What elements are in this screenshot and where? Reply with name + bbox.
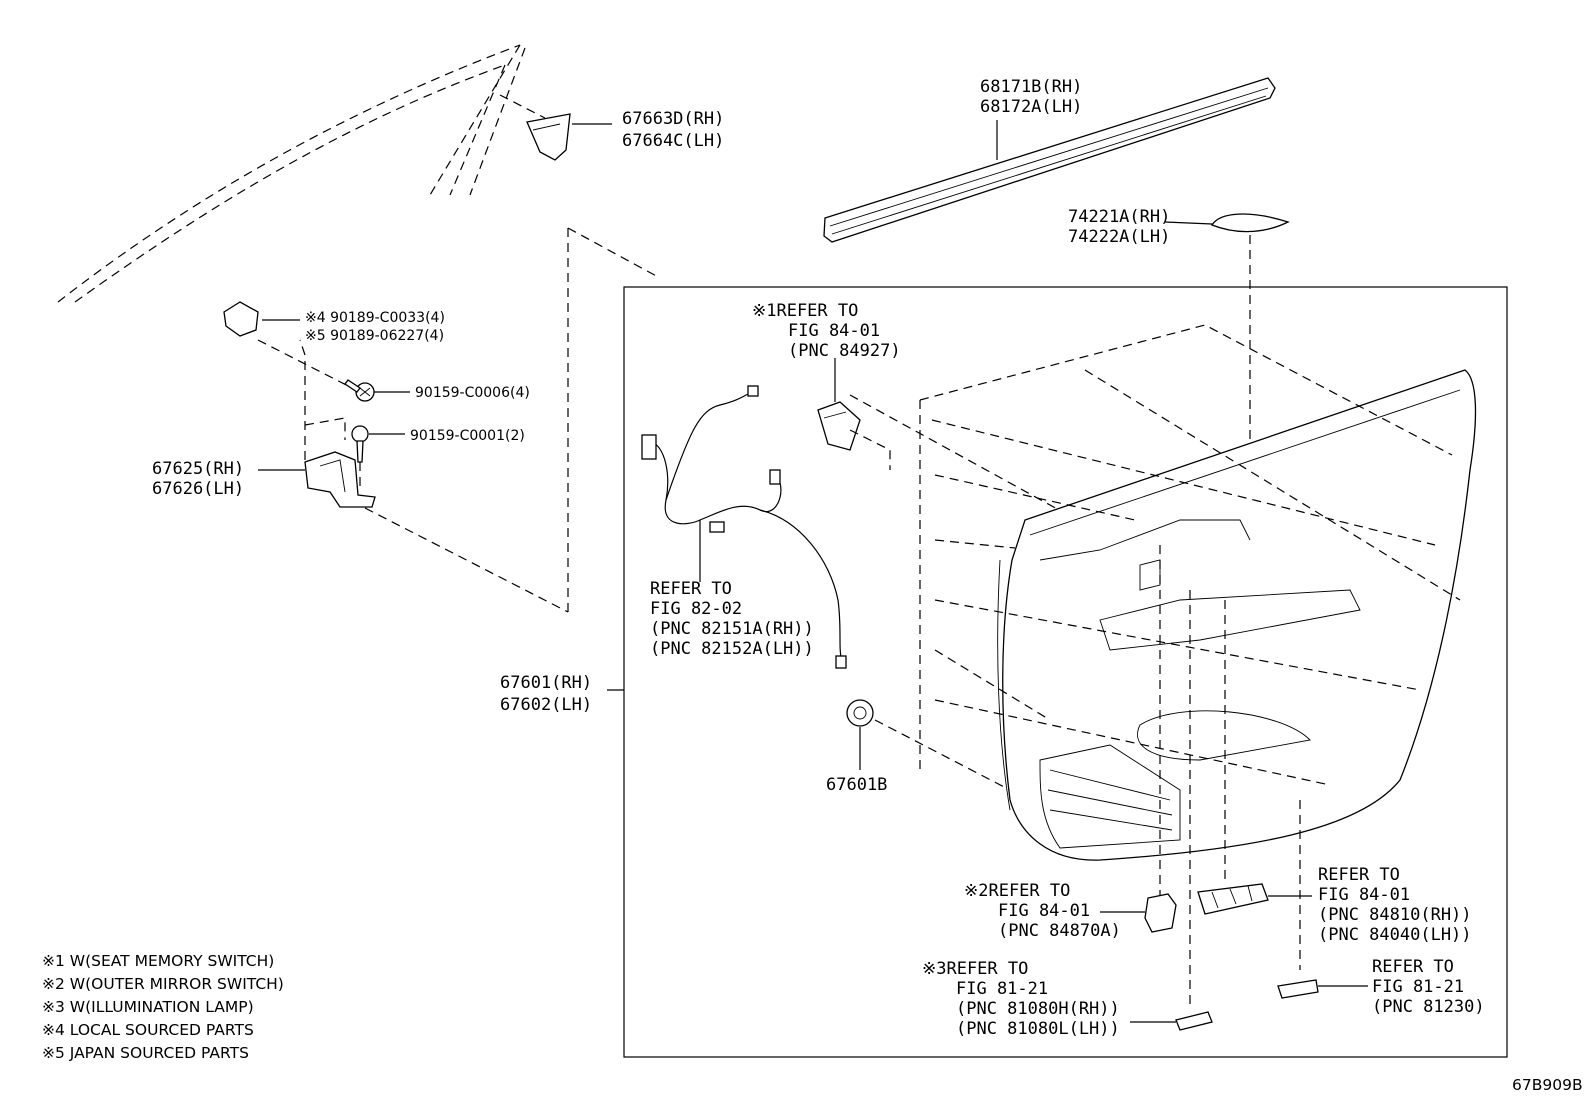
label-67602: 67602(LH) — [500, 695, 592, 715]
ref-84927-line1: ※1REFER TO — [752, 301, 858, 321]
note-1: ※1 W(SEAT MEMORY SWITCH) — [42, 952, 274, 970]
ref-84810-line4: (PNC 84040(LH)) — [1318, 925, 1472, 945]
label-screw-90159-c0001: 90159-C0001(2) — [410, 428, 525, 444]
door-frame-outline — [57, 44, 526, 303]
belt-moulding — [823, 77, 1276, 243]
ref-81080-line3: (PNC 81080H(RH)) — [956, 999, 1120, 1019]
bracket-67625 — [258, 339, 569, 613]
outer-mirror-switch — [1100, 893, 1177, 933]
label-68172a: 68172A(LH) — [980, 97, 1082, 117]
ref-81230-line1: REFER TO — [1372, 957, 1454, 977]
ref-81080-line2: FIG 81-21 — [956, 979, 1048, 999]
note-3: ※3 W(ILLUMINATION LAMP) — [42, 998, 254, 1016]
ref-81080-line1: ※3REFER TO — [922, 959, 1028, 979]
ref-81230-line3: (PNC 81230) — [1372, 997, 1485, 1017]
clip-67601b — [846, 699, 1011, 791]
footnotes: ※1 W(SEAT MEMORY SWITCH) ※2 W(OUTER MIRR… — [42, 952, 284, 1062]
part-labels: 67663D(RH) 67664C(LH) 68171B(RH) 68172A(… — [152, 77, 1485, 1039]
label-74222a: 74222A(LH) — [1068, 227, 1170, 247]
wire-harness — [641, 385, 847, 669]
mirror-corner-cover — [499, 94, 612, 161]
power-window-switch — [1197, 883, 1312, 915]
ref-84927-line3: (PNC 84927) — [788, 341, 901, 361]
ref-84870-line3: (PNC 84870A) — [998, 921, 1121, 941]
label-clip-90189-c0033: ※4 90189-C0033(4) — [305, 310, 445, 326]
label-clip-90189-06227: ※5 90189-06227(4) — [305, 328, 444, 344]
label-67663d: 67663D(RH) — [622, 109, 724, 129]
label-screw-90159-c0006: 90159-C0006(4) — [415, 385, 530, 401]
figure-code: 67B909B — [1512, 1076, 1583, 1094]
note-5: ※5 JAPAN SOURCED PARTS — [42, 1044, 249, 1062]
ref-84810-line3: (PNC 84810(RH)) — [1318, 905, 1472, 925]
ref-82-line3: (PNC 82151A(RH)) — [650, 619, 814, 639]
ref-84810-line2: FIG 84-01 — [1318, 885, 1410, 905]
door-trim-panel — [997, 369, 1477, 861]
label-67664c: 67664C(LH) — [622, 131, 724, 151]
label-67601: 67601(RH) — [500, 673, 592, 693]
ref-84810-line1: REFER TO — [1318, 865, 1400, 885]
ref-81080-line4: (PNC 81080L(LH)) — [956, 1019, 1120, 1039]
label-67626: 67626(LH) — [152, 479, 244, 499]
label-67601b: 67601B — [826, 775, 887, 795]
ref-81230-line2: FIG 81-21 — [1372, 977, 1464, 997]
screw-90159-c0006 — [344, 379, 410, 402]
note-4: ※4 LOCAL SOURCED PARTS — [42, 1021, 254, 1039]
illumination-lamp — [1130, 1011, 1213, 1031]
label-68171b: 68171B(RH) — [980, 77, 1082, 97]
guide-line — [567, 227, 661, 279]
label-74221a: 74221A(RH) — [1068, 207, 1170, 227]
ref-82-line1: REFER TO — [650, 579, 732, 599]
clip-part — [223, 301, 361, 393]
ref-82-line4: (PNC 82152A(LH)) — [650, 639, 814, 659]
door-trim-frame — [623, 286, 1508, 1058]
panel-clip-guides — [919, 324, 1461, 1010]
ref-82-line2: FIG 82-02 — [650, 599, 742, 619]
note-2: ※2 W(OUTER MIRROR SWITCH) — [42, 975, 284, 993]
ref-84927-line2: FIG 84-01 — [788, 321, 880, 341]
label-67625: 67625(RH) — [152, 459, 244, 479]
screw-90159-c0001 — [351, 425, 405, 488]
ref-84870-line2: FIG 84-01 — [998, 901, 1090, 921]
ref-84870-line1: ※2REFER TO — [964, 881, 1070, 901]
courtesy-lamp — [1277, 979, 1368, 999]
